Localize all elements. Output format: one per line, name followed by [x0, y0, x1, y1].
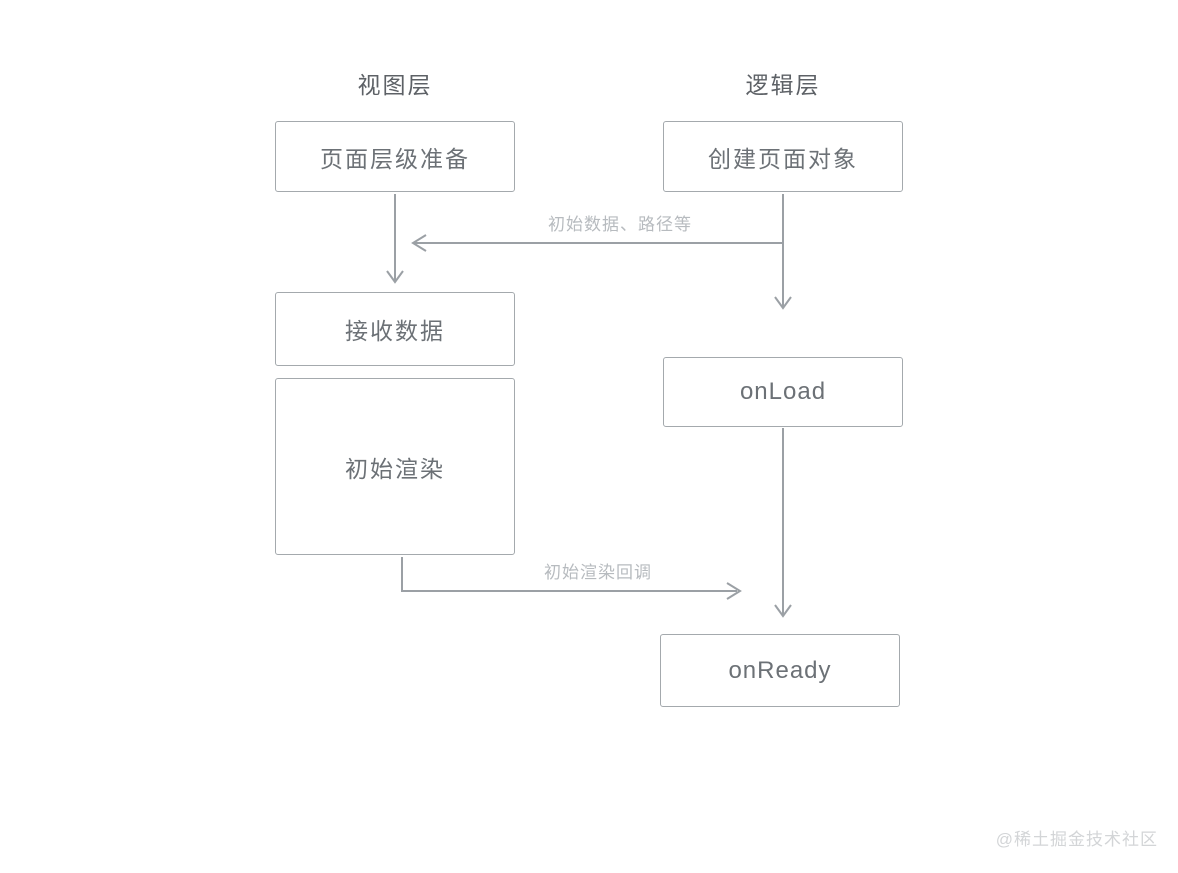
arrow-initial-data-to-view	[411, 234, 783, 252]
watermark: @稀土掘金技术社区	[995, 830, 1158, 849]
edge-label-initial-data-path: 初始数据、路径等	[548, 215, 692, 234]
edge-label-initial-render-callback: 初始渲染回调	[544, 563, 652, 582]
arrow-render-callback-to-logic	[401, 557, 742, 600]
node-create-page-object: 创建页面对象	[663, 121, 903, 192]
arrow-prepare-to-receive	[386, 194, 404, 284]
node-initial-render: 初始渲染	[275, 378, 515, 555]
node-page-hierarchy-prepare: 页面层级准备	[275, 121, 515, 192]
column-header-logic-layer: 逻辑层	[745, 72, 821, 98]
node-onload: onLoad	[663, 357, 903, 427]
column-header-view-layer: 视图层	[357, 72, 433, 98]
node-receive-data: 接收数据	[275, 292, 515, 366]
node-onready: onReady	[660, 634, 900, 707]
arrow-create-to-onload	[774, 194, 792, 310]
arrow-onload-to-onready	[774, 428, 792, 618]
